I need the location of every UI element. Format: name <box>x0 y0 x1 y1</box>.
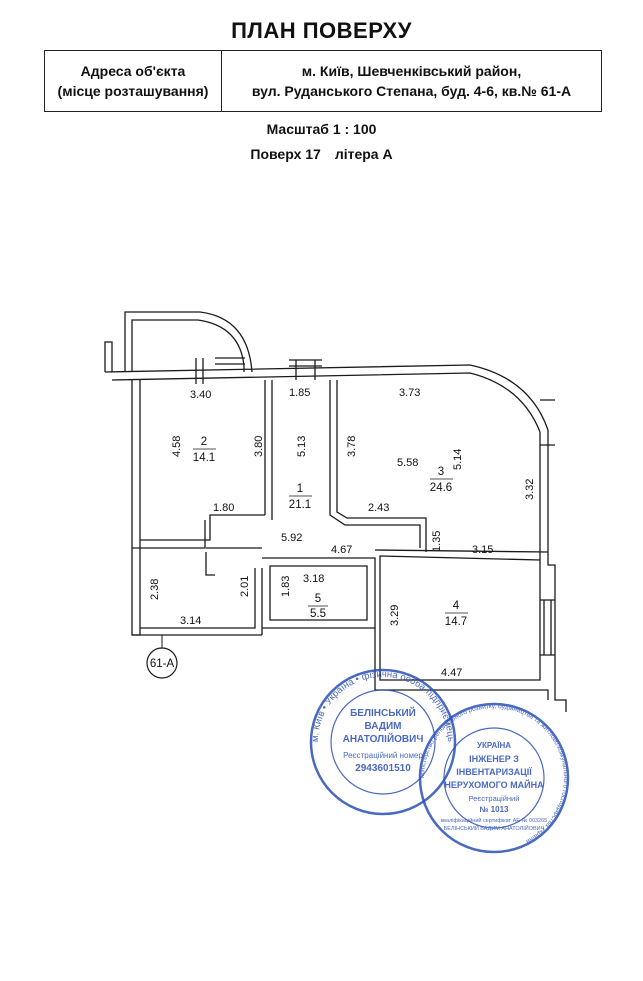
stamp-right: Міністерство регіонального розвитку, буд… <box>418 702 570 854</box>
room-5-area: 5.5 <box>310 608 326 620</box>
scale-text: Масштаб 1 : 100 <box>266 121 377 137</box>
address-value-cell: м. Київ, Шевченківський район, вул. Руда… <box>221 50 602 112</box>
page-title: ПЛАН ПОВЕРХУ <box>231 18 412 43</box>
stamp-left-name3: АНАТОЛІЙОВИЧ <box>343 732 424 745</box>
floor-text: Поверх 17 літера А <box>0 146 643 162</box>
room-1-area: 21.1 <box>289 499 311 511</box>
dim-332: 3.32 <box>524 479 536 500</box>
dim-201: 2.01 <box>239 576 251 597</box>
room-2-number: 2 <box>201 436 207 448</box>
dim-558: 5.58 <box>397 457 418 469</box>
room-4-number: 4 <box>453 600 460 612</box>
dim-314: 3.14 <box>180 615 201 627</box>
stamp-right-country: УКРАЇНА <box>477 741 511 750</box>
dim-380: 3.80 <box>253 436 265 457</box>
address-label-line2: (місце розташування) <box>57 83 209 99</box>
dim-315: 3.15 <box>472 544 493 556</box>
stamp-right-line2: ІНВЕНТАРИЗАЦІЇ <box>456 767 532 777</box>
dim-135: 1.35 <box>431 531 443 552</box>
dim-467: 4.67 <box>331 544 352 556</box>
dim-340: 3.40 <box>190 389 211 401</box>
stamp-left-name1: БЕЛІНСЬКИЙ <box>350 706 416 719</box>
stamp-right-reg-number: № 1013 <box>480 805 509 814</box>
stamp-left-reg-label: Реєстраційний номер <box>343 751 423 760</box>
room-4-area: 14.7 <box>445 616 467 628</box>
address-label-cell: Адреса об'єкта (місце розташування) <box>44 50 222 112</box>
dim-238: 2.38 <box>149 579 161 600</box>
stamp-right-cert: кваліфікаційний сертифікат АЕ № 003265 <box>441 817 548 824</box>
stamp-right-owner: БЕЛІНСЬКИЙ ВАДИМ АНАТОЛІЙОВИЧ <box>444 824 545 832</box>
dim-329: 3.29 <box>389 605 401 626</box>
plan-dimensions: 3.40 1.85 3.73 4.58 3.80 5.13 3.78 5.58 … <box>149 387 536 679</box>
room-5-number: 5 <box>315 593 321 605</box>
room-1-number: 1 <box>297 483 303 495</box>
dim-180: 1.80 <box>213 502 234 514</box>
room-3-number: 3 <box>438 466 444 478</box>
room-3-area: 24.6 <box>430 482 452 494</box>
address-value-line1: м. Київ, Шевченківський район, <box>301 62 522 79</box>
room-labels: 2 14.1 1 21.1 3 24.6 5 5.5 4 14.7 <box>193 436 468 628</box>
floor-number: Поверх 17 <box>250 146 321 162</box>
address-value-line2: вул. Руданського Степана, буд. 4-6, кв.№… <box>251 83 572 99</box>
plan-walls <box>104 311 567 712</box>
dim-243: 2.43 <box>368 502 389 514</box>
stamp-right-reg-label: Реєстраційний <box>469 794 520 803</box>
dim-458: 4.58 <box>171 436 183 457</box>
dim-373: 3.73 <box>399 387 420 399</box>
dim-514: 5.14 <box>452 449 464 470</box>
dim-447: 4.47 <box>441 667 462 679</box>
apartment-label: 61-А <box>150 658 175 670</box>
address-table: Адреса об'єкта (місце розташування) м. К… <box>44 50 602 112</box>
stamp-right-line3: НЕРУХОМОГО МАЙНА <box>444 779 544 790</box>
stamp-left-reg-number: 2943601510 <box>355 763 411 774</box>
dim-185: 1.85 <box>289 387 310 399</box>
apartment-marker: 61-А <box>146 635 178 679</box>
dim-318: 3.18 <box>303 573 324 585</box>
dim-183: 1.83 <box>280 576 292 597</box>
room-2-area: 14.1 <box>193 452 215 464</box>
floor-letter: літера А <box>334 146 393 162</box>
stamp-right-line1: ІНЖЕНЕР З <box>469 754 519 764</box>
stamp-left-name2: ВАДИМ <box>365 721 402 732</box>
dim-513: 5.13 <box>296 436 308 457</box>
dim-378: 3.78 <box>346 436 358 457</box>
address-label-line1: Адреса об'єкта <box>80 62 186 79</box>
dim-592: 5.92 <box>281 532 302 544</box>
